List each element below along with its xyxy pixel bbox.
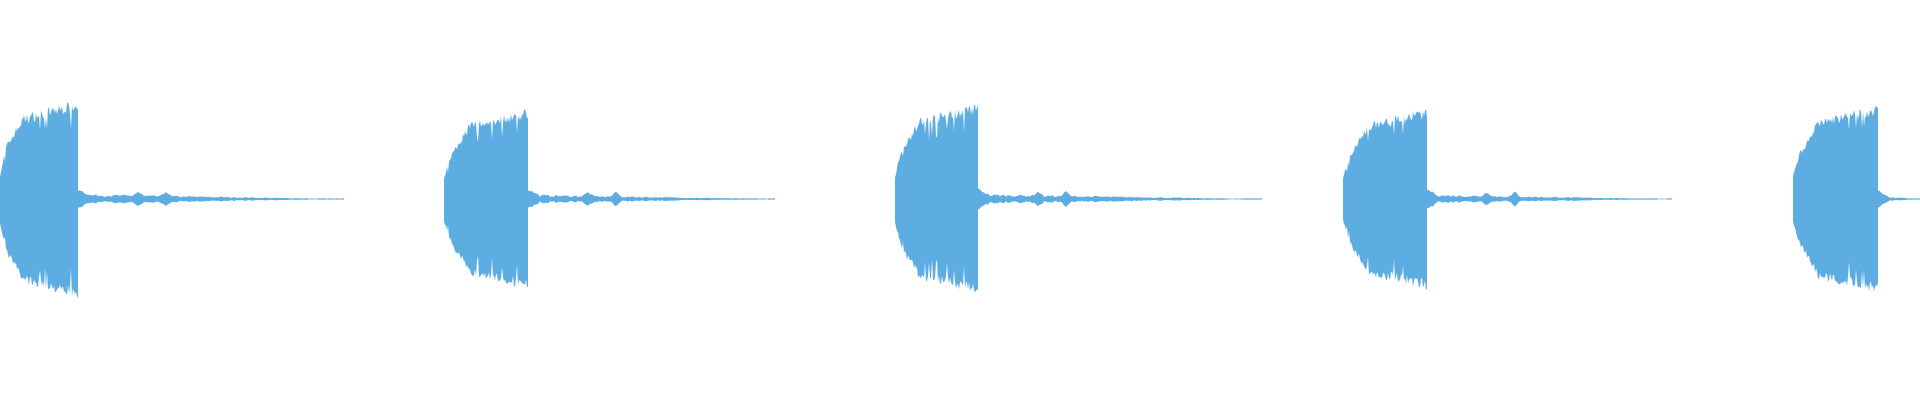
waveform-burst [0, 102, 78, 298]
waveform-tail [1427, 189, 1671, 209]
waveform-group [0, 102, 1920, 298]
waveform-burst [895, 104, 978, 293]
waveform-burst [444, 109, 528, 288]
waveform-burst [1343, 108, 1427, 290]
waveform-burst [1793, 105, 1878, 292]
waveform-tail [78, 190, 344, 208]
waveform-tail [528, 190, 774, 208]
